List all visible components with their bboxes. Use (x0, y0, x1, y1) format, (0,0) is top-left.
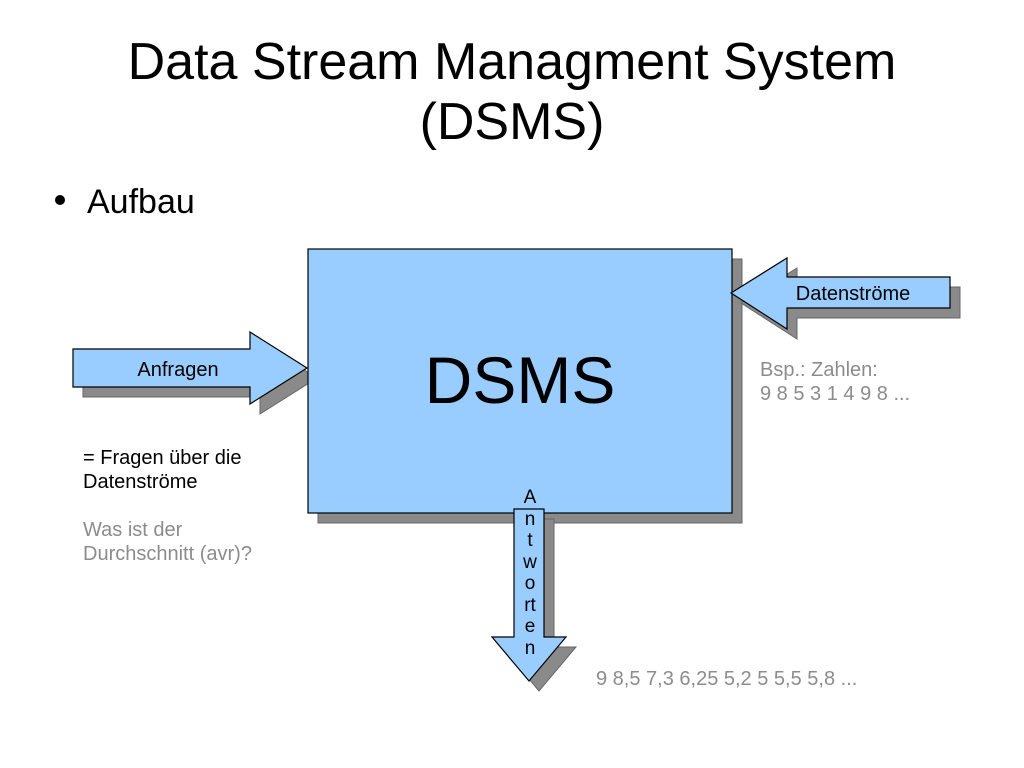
slide-title-line1: Data Stream Managment System (127, 33, 897, 91)
answer-example: 9 8,5 7,3 6,25 5,2 5 5,5 5,8 ... (596, 668, 858, 690)
query-note-line2: Datenströme (83, 471, 198, 493)
stream-example-line2: 9 8 5 3 1 4 9 8 ... (760, 383, 911, 405)
dsms-box-label: DSMS (425, 343, 616, 417)
query-example-line2: Durchschnitt (avr)? (83, 543, 252, 565)
query-example-line1: Was ist der (83, 519, 183, 541)
query-note: = Fragen über die Datenströme (83, 446, 241, 494)
output-arrow-letter: rt (524, 594, 536, 616)
bullet-item: Aufbau (55, 182, 195, 222)
input-arrow (72, 330, 309, 406)
query-note-line1: = Fragen über die (83, 447, 242, 469)
slide-title: Data Stream Managment System (DSMS) (0, 32, 1024, 152)
output-arrow-letter: A (523, 487, 537, 508)
output-arrow-letter: n (524, 508, 536, 530)
input-arrow-label: Anfragen (137, 359, 218, 381)
stream-arrow (729, 256, 951, 331)
slide-title-line2: (DSMS) (419, 93, 605, 151)
output-arrow-letter: n (524, 637, 536, 659)
stream-example: Bsp.: Zahlen: 9 8 5 3 1 4 9 8 ... (760, 358, 910, 406)
bullet-dot-icon (55, 195, 65, 206)
bullet-text: Aufbau (87, 183, 195, 221)
output-arrow-letter: e (524, 616, 536, 637)
output-arrow-letter: t (527, 530, 533, 551)
stream-example-line1: Bsp.: Zahlen: (760, 359, 878, 381)
output-arrow-letter: o (524, 573, 536, 594)
query-example: Was ist der Durchschnitt (avr)? (83, 518, 252, 566)
output-arrow (490, 508, 568, 682)
stream-arrow-label: Datenströme (796, 283, 911, 305)
output-arrow-letter: w (523, 551, 537, 573)
